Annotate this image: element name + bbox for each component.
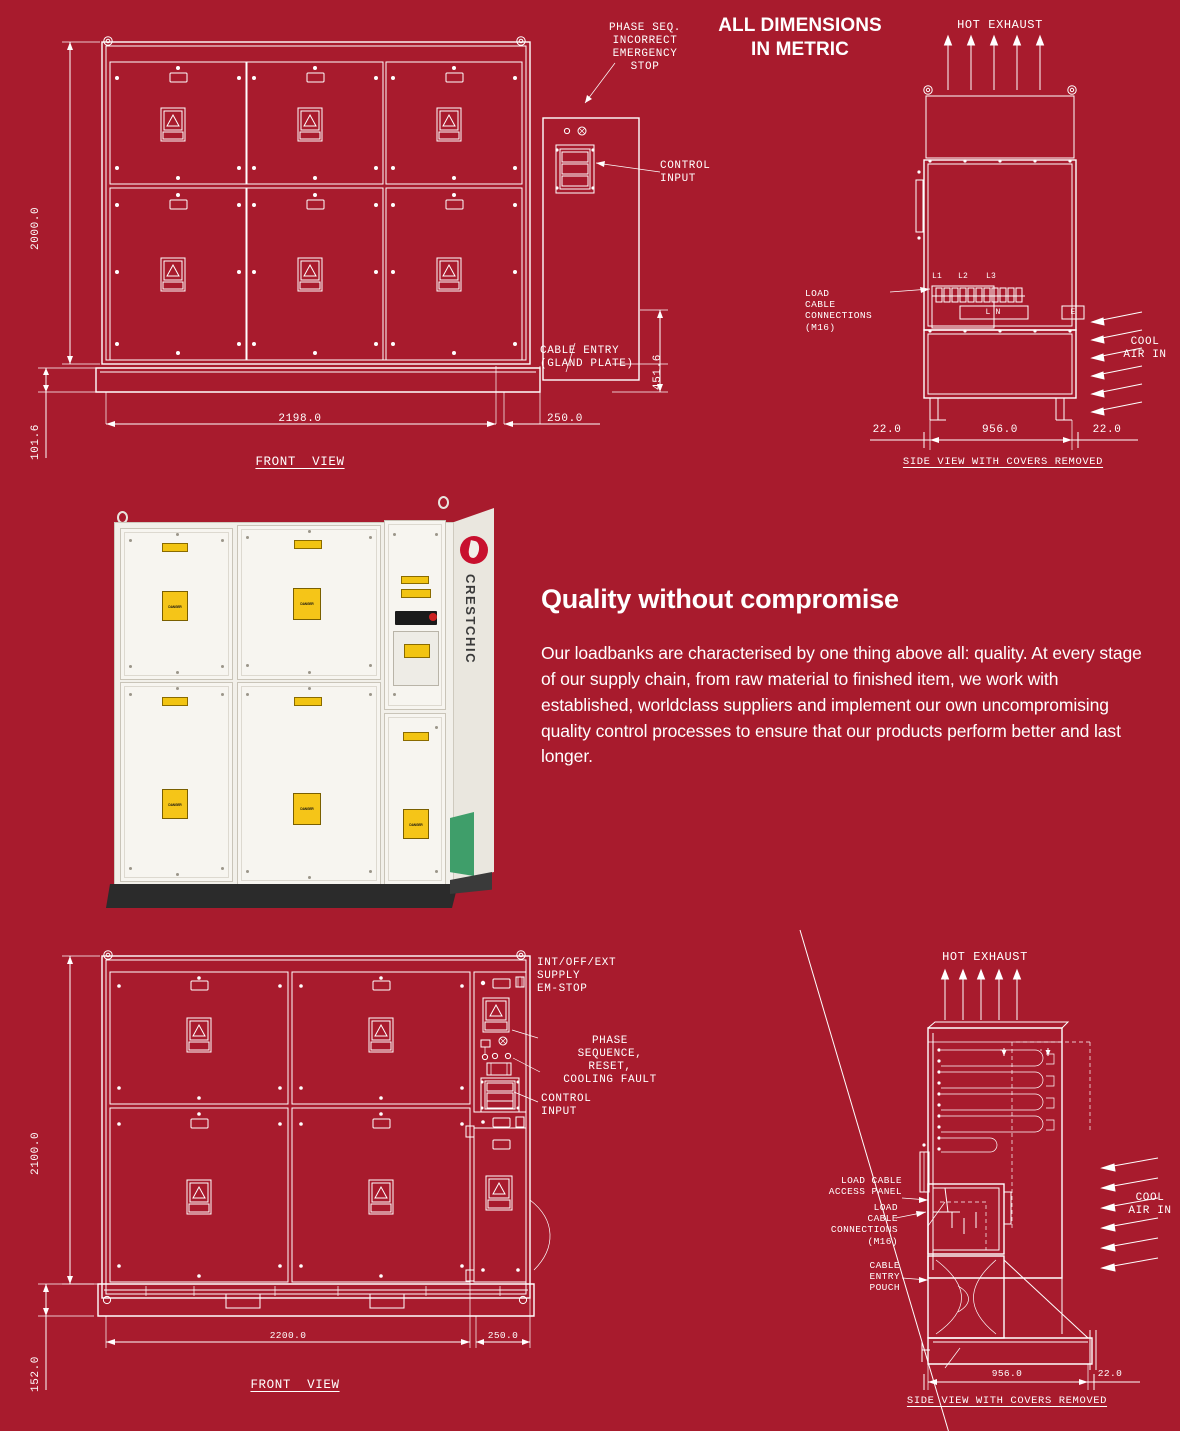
cabinet-door-bottom-left[interactable]: DANGER (120, 682, 233, 882)
emergency-stop-button[interactable] (429, 613, 437, 621)
dim-height-2100: 2100.0 (30, 1131, 42, 1175)
feature-body: Our loadbanks are characterised by one t… (541, 643, 1142, 767)
rating-label (162, 543, 188, 552)
neutral-label: L N (985, 308, 1001, 317)
lifting-eye-right (438, 496, 449, 509)
bottom-side-view-title: SIDE VIEW WITH COVERS REMOVED (906, 1395, 1108, 1407)
cool-air-arrows (1090, 311, 1143, 416)
hot-exhaust-arrows (943, 34, 1045, 90)
rating-label (403, 732, 429, 741)
top-side-view-title: SIDE VIEW WITH COVERS REMOVED (902, 456, 1104, 468)
phase-label-l3: L3 (985, 272, 996, 281)
phase-label-l2: L2 (957, 272, 968, 281)
annotation-int-off-ext-supply-em-stop: INT/OFF/EXT SUPPLY EM-STOP (537, 957, 617, 995)
cable-entry-pouch (450, 812, 474, 876)
hot-exhaust-arrows-bottom (940, 968, 1022, 1020)
top-side-view-drawing: HOT EXHAUST COOL AIR IN LOAD CABLE CONNE… (805, 0, 1180, 490)
danger-label-text: DANGER (300, 807, 314, 811)
door-grid-bottom (109, 971, 471, 1283)
units-note: ALL DIMENSIONS IN METRIC (700, 14, 900, 62)
dim-depth-956: 956.0 (981, 424, 1018, 436)
bottom-side-view-drawing: HOT EXHAUST COOL AIR IN LOAD CABLE ACCES… (799, 929, 1180, 1431)
annotation-phase-seq-emergency-stop: PHASE SEQ. INCORRECT EMERGENCY STOP (608, 22, 681, 73)
danger-label-text: DANGER (300, 602, 314, 606)
cable-access-door[interactable]: DANGER (384, 713, 446, 885)
hot-exhaust-label-bottom: HOT EXHAUST (942, 950, 1028, 964)
dim-width-2200: 2200.0 (269, 1330, 307, 1341)
danger-label-text: DANGER (168, 803, 182, 807)
load-cable-access-panel-label: LOAD CABLE ACCESS PANEL (828, 1175, 902, 1198)
cool-air-in-label-bottom: COOL AIR IN (1128, 1192, 1172, 1217)
danger-label-text: DANGER (409, 823, 423, 827)
dim-right-offset-22-bottom: 22.0 (1097, 1368, 1123, 1379)
nameplate-label (401, 576, 429, 584)
dim-height-2000: 2000.0 (30, 206, 42, 250)
door-grid (109, 61, 523, 361)
phase-label-l1: L1 (931, 272, 942, 281)
nameplate-label-2 (401, 589, 431, 598)
rating-label (294, 697, 322, 706)
cool-air-in-label: COOL AIR IN (1123, 336, 1167, 361)
dim-plinth-101-6: 101.6 (30, 423, 42, 460)
control-panel-door[interactable] (384, 520, 446, 710)
control-switch-strip[interactable] (395, 611, 437, 625)
product-photo: CRESTCHIC DANGER DANGER (98, 492, 518, 932)
rating-label (162, 697, 188, 706)
load-cable-connections-label: LOAD CABLE CONNECTIONS (M16) (805, 288, 873, 333)
bottom-front-view-drawing: INT/OFF/EXT SUPPLY EM-STOP PHASE SEQUENC… (0, 930, 720, 1431)
units-note-line2: IN METRIC (750, 38, 849, 60)
danger-label: DANGER (403, 809, 429, 839)
control-input-box[interactable] (393, 631, 439, 686)
hot-exhaust-label: HOT EXHAUST (957, 18, 1043, 32)
dim-panel-width-250-bottom: 250.0 (487, 1330, 519, 1341)
top-front-view-drawing: PHASE SEQ. INCORRECT EMERGENCY STOP CONT… (0, 0, 720, 490)
danger-label: DANGER (293, 588, 321, 620)
bottom-front-view-svg (38, 950, 551, 1390)
earth-label: E (1070, 308, 1076, 317)
control-box-label (404, 644, 430, 658)
cabinet-door-top-right[interactable]: DANGER (237, 525, 381, 680)
top-front-view-title: FRONT VIEW (255, 455, 345, 469)
cable-entry-pouch-label: CABLE ENTRY POUCH (869, 1260, 900, 1294)
dim-cable-entry-451-6: 451.6 (652, 353, 664, 390)
dim-depth-956-bottom: 956.0 (991, 1368, 1023, 1379)
dim-width-2198: 2198.0 (278, 413, 322, 425)
annotation-phase-sequence-reset-cooling-fault: PHASE SEQUENCE, RESET, COOLING FAULT (563, 1035, 657, 1086)
top-side-view-svg (870, 34, 1143, 450)
units-note-line1: ALL DIMENSIONS (718, 15, 882, 36)
bottom-front-view-title: FRONT VIEW (250, 1378, 340, 1392)
danger-label: DANGER (162, 591, 188, 621)
cabinet-plinth (106, 884, 458, 908)
cabinet-door-bottom-right[interactable]: DANGER (237, 682, 381, 885)
crestchic-logo-mark (460, 536, 488, 564)
danger-label: DANGER (293, 793, 321, 825)
crestchic-brand-text: CRESTCHIC (463, 574, 478, 665)
feature-block: Quality without compromise Our loadbanks… (541, 583, 1151, 770)
annotation-control-input-bottom: CONTROL INPUT (541, 1093, 592, 1118)
dim-right-offset-22: 22.0 (1092, 424, 1122, 436)
feature-heading: Quality without compromise (541, 584, 899, 614)
rating-label (294, 540, 322, 549)
dim-plinth-152: 152.0 (30, 1355, 42, 1392)
danger-label: DANGER (162, 789, 188, 819)
bottom-side-view-svg (799, 929, 1159, 1431)
cabinet-door-top-left[interactable]: DANGER (120, 528, 233, 680)
annotation-control-input: CONTROL INPUT (660, 160, 711, 185)
load-cable-connections-label-bottom: LOAD CABLE CONNECTIONS (M16) (830, 1202, 898, 1247)
dim-panel-width-250: 250.0 (546, 413, 583, 425)
danger-label-text: DANGER (168, 605, 182, 609)
heater-elements (941, 1049, 1044, 1153)
dim-left-offset-22: 22.0 (872, 424, 902, 436)
annotation-cable-entry-gland-plate: CABLE ENTRY (GLAND PLATE) (540, 345, 634, 370)
cool-air-arrows-bottom (799, 929, 949, 1431)
top-front-view-svg (38, 36, 668, 458)
